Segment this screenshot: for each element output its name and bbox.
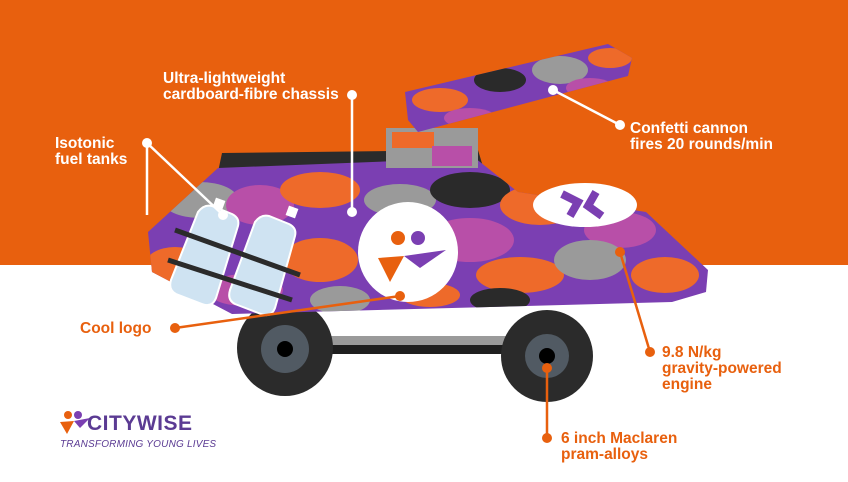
- brand-name: CITYWISE: [87, 412, 193, 435]
- citywise-logo-icon: [358, 202, 458, 302]
- label-cannon: Confetti cannon fires 20 rounds/min: [630, 120, 773, 153]
- label-engine: 9.8 N/kg gravity-powered engine: [662, 344, 782, 393]
- emblem-icon: [533, 183, 637, 227]
- bottle-icon: [228, 205, 299, 317]
- label-logo: Cool logo: [80, 320, 152, 337]
- label-fuel-tanks: Isotonic fuel tanks: [55, 135, 128, 168]
- wheel-front-icon: [501, 310, 593, 402]
- wheel-rear-icon: [237, 300, 333, 396]
- label-chassis: Ultra-lightweight cardboard-fibre chassi…: [163, 70, 339, 103]
- citywise-brand-icon: [60, 411, 90, 434]
- label-wheels: 6 inch Maclaren pram-alloys: [561, 430, 678, 463]
- brand-tagline: TRANSFORMING YOUNG LIVES: [60, 439, 217, 450]
